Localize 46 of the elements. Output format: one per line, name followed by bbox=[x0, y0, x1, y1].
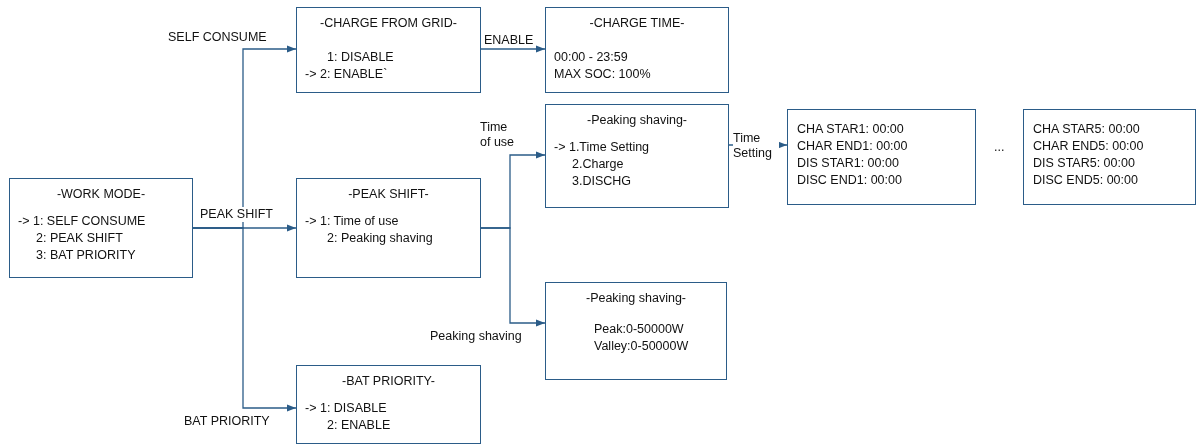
connector-arrow bbox=[192, 227, 297, 412]
menu-item: 2.Charge bbox=[572, 157, 624, 172]
menu-title: -Peaking shaving- bbox=[584, 291, 688, 306]
menu-title: -CHARGE TIME- bbox=[588, 16, 686, 31]
menu-item: CHA STAR1: 00:00 bbox=[797, 122, 904, 137]
menu-item: 3.DISCHG bbox=[572, 174, 632, 189]
menu-item: CHAR END1: 00:00 bbox=[797, 139, 908, 154]
menu-item: -> 1: Time of use bbox=[305, 214, 399, 229]
menu-item: DIS STAR1: 00:00 bbox=[797, 156, 899, 171]
menu-item: -> 1: SELF CONSUME bbox=[18, 214, 146, 229]
edge-label: Peaking shaving bbox=[430, 329, 522, 344]
menu-screen-box bbox=[545, 282, 727, 380]
menu-item: DIS STAR5: 00:00 bbox=[1033, 156, 1135, 171]
edge-label: Time Setting bbox=[733, 131, 779, 161]
menu-item: 2: Peaking shaving bbox=[327, 231, 433, 246]
menu-item: -> 1.Time Setting bbox=[554, 140, 650, 155]
menu-title: -PEAK SHIFT- bbox=[347, 187, 430, 202]
menu-item: DISC END1: 00:00 bbox=[797, 173, 902, 188]
menu-item: -> 2: ENABLE` bbox=[305, 67, 388, 82]
menu-item: 00:00 - 23:59 bbox=[554, 50, 628, 65]
edge-label: PEAK SHIFT bbox=[200, 207, 273, 222]
menu-item: CHA STAR5: 00:00 bbox=[1033, 122, 1140, 137]
menu-screen-box bbox=[545, 104, 729, 208]
menu-item: 2: PEAK SHIFT bbox=[36, 231, 123, 246]
menu-item: 2: ENABLE bbox=[327, 418, 391, 433]
menu-item: 1: DISABLE bbox=[327, 50, 394, 65]
menu-screen-box bbox=[296, 365, 481, 444]
connector-arrow bbox=[480, 227, 546, 327]
menu-item: -> 1: DISABLE bbox=[305, 401, 387, 416]
connector-arrow bbox=[480, 45, 546, 53]
menu-title: -CHARGE FROM GRID- bbox=[319, 16, 458, 31]
menu-item: MAX SOC: 100% bbox=[554, 67, 651, 82]
menu-item: CHAR END5: 00:00 bbox=[1033, 139, 1144, 154]
menu-item: Valley:0-50000W bbox=[594, 339, 689, 354]
menu-title: -Peaking shaving- bbox=[585, 113, 689, 128]
menu-screen-box bbox=[787, 109, 976, 205]
menu-screen-box bbox=[9, 178, 193, 278]
menu-item: DISC END5: 00:00 bbox=[1033, 173, 1138, 188]
menu-screen-box bbox=[296, 7, 481, 93]
menu-screen-box bbox=[296, 178, 481, 278]
menu-screen-box bbox=[545, 7, 729, 93]
menu-item: Peak:0-50000W bbox=[594, 322, 684, 337]
menu-title: -WORK MODE- bbox=[55, 187, 147, 202]
menu-screen-box bbox=[1023, 109, 1196, 205]
menu-item: 3: BAT PRIORITY bbox=[36, 248, 136, 263]
menu-title: -BAT PRIORITY- bbox=[341, 374, 436, 389]
